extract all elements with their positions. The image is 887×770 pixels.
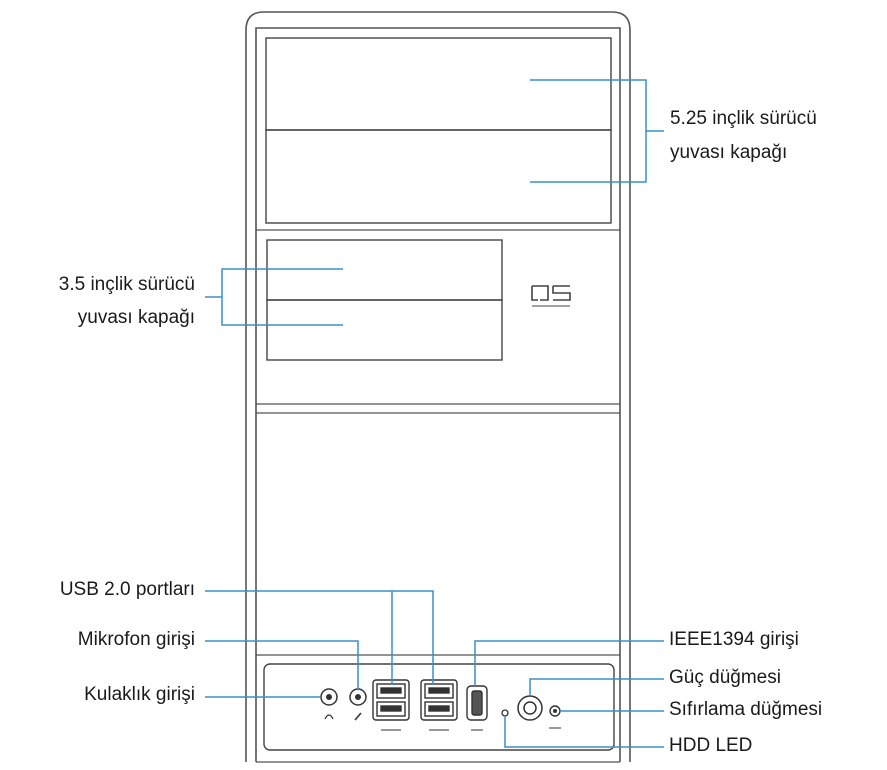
- headphone-icon: [320, 688, 338, 720]
- label-headphone-input: Kulaklık girişi: [84, 684, 195, 705]
- label-35-bay-line1: 3.5 inçlik sürücü: [58, 274, 195, 295]
- microphone-icon: [349, 688, 367, 721]
- firewire-icon: [466, 685, 488, 731]
- bay-35-covers: [266, 239, 503, 361]
- label-525-bay-line2: yuvası kapağı: [670, 142, 788, 163]
- usb-icon: [372, 679, 458, 731]
- reset-icon: [549, 705, 561, 729]
- front-io-panel: [263, 663, 615, 751]
- label-power-button: Güç düğmesi: [669, 667, 781, 688]
- label-hdd-led: HDD LED: [669, 735, 753, 756]
- leader-lines: [205, 79, 664, 748]
- power-icon: [517, 695, 543, 721]
- label-525-bay-line1: 5.25 inçlik sürücü: [670, 108, 817, 129]
- label-ieee1394-input: IEEE1394 girişi: [669, 629, 799, 650]
- case-shell: [245, 11, 631, 762]
- brand-logo: [531, 285, 571, 307]
- led-icon: [501, 709, 509, 717]
- label-35-bay-line2: yuvası kapağı: [77, 307, 195, 328]
- bay-525-covers: [265, 37, 612, 224]
- label-reset-button: Sıfırlama düğmesi: [669, 699, 823, 720]
- label-mic-input: Mikrofon girişi: [77, 629, 195, 650]
- label-usb-ports: USB 2.0 portları: [59, 579, 195, 600]
